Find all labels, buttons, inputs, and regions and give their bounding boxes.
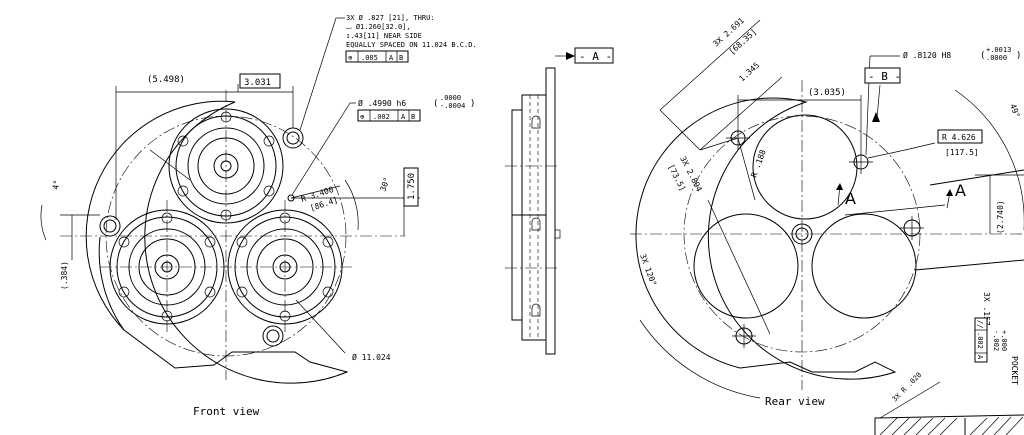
section-a-arrows: A A (836, 181, 966, 216)
datum-a-label: - A - (579, 50, 612, 63)
svg-text:): ) (1016, 51, 1021, 61)
front-dim-bcd: Ø 11.024 (352, 352, 391, 362)
front-dim-3031-box (239, 73, 281, 89)
pocket-note-line-1: 3X .157 (982, 292, 991, 326)
svg-text://: // (976, 320, 984, 328)
svg-text:B: B (411, 113, 415, 121)
side-body (521, 94, 547, 341)
pin-tol-upper: .0000 (440, 94, 461, 102)
front-hole-note: 3X Ø .827 [21], THRU: ⌴ Ø1.260[32.0], ↧.… (345, 14, 477, 63)
rear-dimension-lines (659, 19, 1024, 335)
svg-text:.005: .005 (361, 54, 378, 62)
datum-b-label: - B - (868, 70, 901, 83)
front-dim-3031: 3.031 (244, 78, 271, 88)
svg-text:⊕: ⊕ (360, 113, 365, 121)
rear-dim-3x120: 3X 120° (638, 253, 658, 288)
side-view: - A - (505, 47, 614, 355)
rear-pocket-note: 3X .157 +.000 -.002 POCKET // .002 A (974, 292, 1019, 385)
front-mounting-holes (99, 127, 304, 347)
hole-note-line-2: ⌴ Ø1.260[32.0], (346, 23, 411, 31)
hole-note-line-1: 3X Ø .827 [21], THRU: (346, 14, 435, 22)
svg-text:(: ( (980, 51, 985, 61)
svg-text:1.750: 1.750 (407, 173, 417, 200)
front-view: (5.498) 3.031 1.750 1.750 30° 4° (.384) … (40, 14, 477, 418)
rear-centerlines (630, 80, 1024, 390)
svg-text:): ) (470, 99, 475, 109)
rear-cell-bores (693, 114, 917, 319)
rear-dim-1175: [117.5] (945, 148, 979, 157)
pin-note-fcf: ⊕ .002 A B (357, 109, 421, 122)
svg-text:.002: .002 (373, 113, 390, 121)
rear-dim-2740: (2.740) (996, 200, 1005, 234)
front-dim-384: (.384) (60, 261, 69, 290)
rear-dim-r4626-box (937, 129, 983, 144)
front-centerlines (60, 90, 405, 380)
rear-plate-outline (635, 97, 897, 380)
rear-bolt-circle (683, 115, 921, 353)
pocket-note-line-3: -.002 (992, 330, 1000, 351)
front-dim-4deg: 4° (51, 179, 62, 190)
pocket-note-line-2: +.000 (1000, 330, 1008, 351)
front-4deg-arc (40, 204, 47, 241)
side-plate (545, 67, 556, 355)
front-plate-outline (85, 100, 349, 384)
bore-tol-upper: +.0013 (986, 46, 1011, 54)
front-30deg-arc (344, 179, 359, 231)
front-dim-1750-box (403, 167, 419, 207)
svg-text:B: B (399, 54, 403, 62)
svg-text:(: ( (433, 99, 438, 109)
svg-text:A: A (389, 54, 394, 62)
datum-b-box (864, 67, 901, 84)
front-view-caption: Front view (193, 405, 260, 418)
front-leaders (291, 17, 356, 196)
front-dim-30deg: 30° (378, 176, 391, 193)
rear-view-caption: Rear view (765, 395, 825, 408)
rear-hatched-section (874, 414, 1024, 435)
pocket-note-line-4: POCKET (1010, 356, 1019, 385)
svg-text:⊕: ⊕ (348, 54, 353, 62)
bore-note-dia: Ø .8120 H8 (903, 50, 951, 60)
bore-tol-lower: .0000 (986, 54, 1007, 62)
rear-bore-note: Ø .8120 H8 ( +.0013 .0000 ) (903, 46, 1021, 62)
hole-note-fcf: ⊕ .005 A B (345, 50, 409, 63)
pin-note-dia: Ø .4990 h6 (358, 98, 406, 108)
rear-plate-edge (929, 169, 1024, 186)
front-pin-note: Ø .4990 h6 ( .0000 -.0004 ) ⊕ .002 A B (357, 94, 475, 122)
pin-tol-lower: -.0004 (440, 102, 465, 110)
front-plate-arc (98, 236, 125, 331)
hole-note-line-4: EQUALLY SPACED ON 11.024 B.C.D. (346, 41, 477, 49)
pocket-note-fcf: // .002 A (974, 317, 988, 363)
section-a-label-right: A (955, 181, 966, 200)
rear-dim-3035: (3.035) (808, 88, 846, 98)
section-a-label-left: A (845, 189, 856, 208)
rear-dim-49deg: 49° (1008, 103, 1021, 120)
rear-dim-1345: 1.345 (737, 61, 761, 84)
front-dim-5498: (5.498) (147, 75, 185, 85)
rear-120deg-arc (639, 319, 761, 399)
rear-radius-note: 3X R .020 (891, 371, 923, 403)
svg-text:A: A (976, 355, 984, 360)
hole-note-line-3: ↧.43[11] NEAR SIDE (346, 32, 422, 40)
rear-dim-r4626: R 4.626 (942, 133, 976, 142)
rear-view: (3.035) 3X 2.691 [68.35] 1.345 3X 2.894 … (630, 16, 1024, 435)
datum-a-box (574, 47, 614, 64)
rear-dim-r188: R .188 (749, 148, 767, 178)
svg-text:.002: .002 (976, 332, 984, 349)
front-dimension-lines (60, 84, 420, 354)
svg-text:A: A (401, 113, 406, 121)
